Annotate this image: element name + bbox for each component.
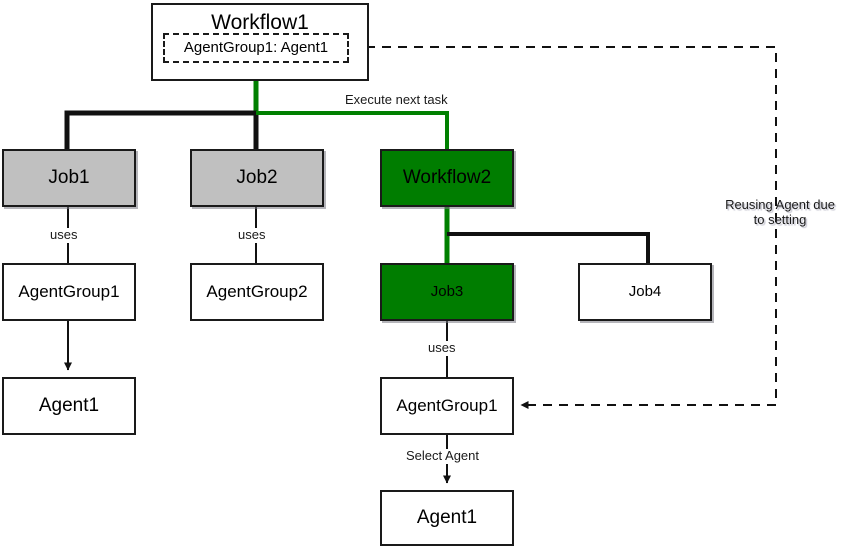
node-agent1-bottom-label: Agent1 [416, 506, 478, 528]
node-agentgroup1-top-label: AgentGroup1 [18, 281, 120, 301]
node-workflow1-label: Workflow1 [211, 11, 309, 34]
node-workflow1-binding[interactable]: AgentGroup1: Agent1 [163, 33, 349, 63]
node-agentgroup2[interactable]: AgentGroup2 [190, 263, 324, 321]
reusing-agent-note-line1: Reusing Agent due to setting [725, 197, 835, 227]
node-agentgroup1-top[interactable]: AgentGroup1 [2, 263, 136, 321]
edge-bus-to-jobs [64, 110, 259, 149]
edge-binding-reuse-dashed [350, 46, 777, 409]
node-job4-label: Job4 [628, 282, 662, 300]
node-job1[interactable]: Job1 [2, 149, 136, 207]
node-workflow2-label: Workflow2 [402, 166, 492, 188]
node-agent1-left[interactable]: Agent1 [2, 377, 136, 435]
edge-label-uses-job2: uses [236, 227, 268, 243]
node-job2[interactable]: Job2 [190, 149, 324, 207]
node-workflow1-binding-label: AgentGroup1: Agent1 [183, 38, 329, 56]
node-agent1-left-label: Agent1 [38, 394, 100, 416]
node-job2-label: Job2 [236, 166, 278, 188]
node-job3[interactable]: Job3 [380, 263, 514, 321]
edge-workflow2-to-job4 [447, 232, 650, 263]
edge-label-execute-next-task: Execute next task [343, 92, 450, 108]
node-agent1-bottom[interactable]: Agent1 [380, 490, 514, 546]
node-workflow2[interactable]: Workflow2 [380, 149, 514, 207]
node-job3-label: Job3 [430, 282, 464, 300]
edge-label-reusing-agent-note: Reusing Agent due to setting [718, 197, 842, 228]
node-agentgroup1-bottom-label: AgentGroup1 [396, 395, 498, 415]
node-agentgroup2-label: AgentGroup2 [206, 281, 308, 301]
node-job4[interactable]: Job4 [578, 263, 712, 321]
edge-label-uses-job1: uses [48, 227, 80, 243]
edge-label-select-agent: Select Agent [404, 448, 481, 464]
node-job1-label: Job1 [48, 166, 90, 188]
node-agentgroup1-bottom[interactable]: AgentGroup1 [380, 377, 514, 435]
edge-green-to-workflow2 [256, 111, 449, 149]
edge-label-uses-job3: uses [426, 340, 458, 356]
